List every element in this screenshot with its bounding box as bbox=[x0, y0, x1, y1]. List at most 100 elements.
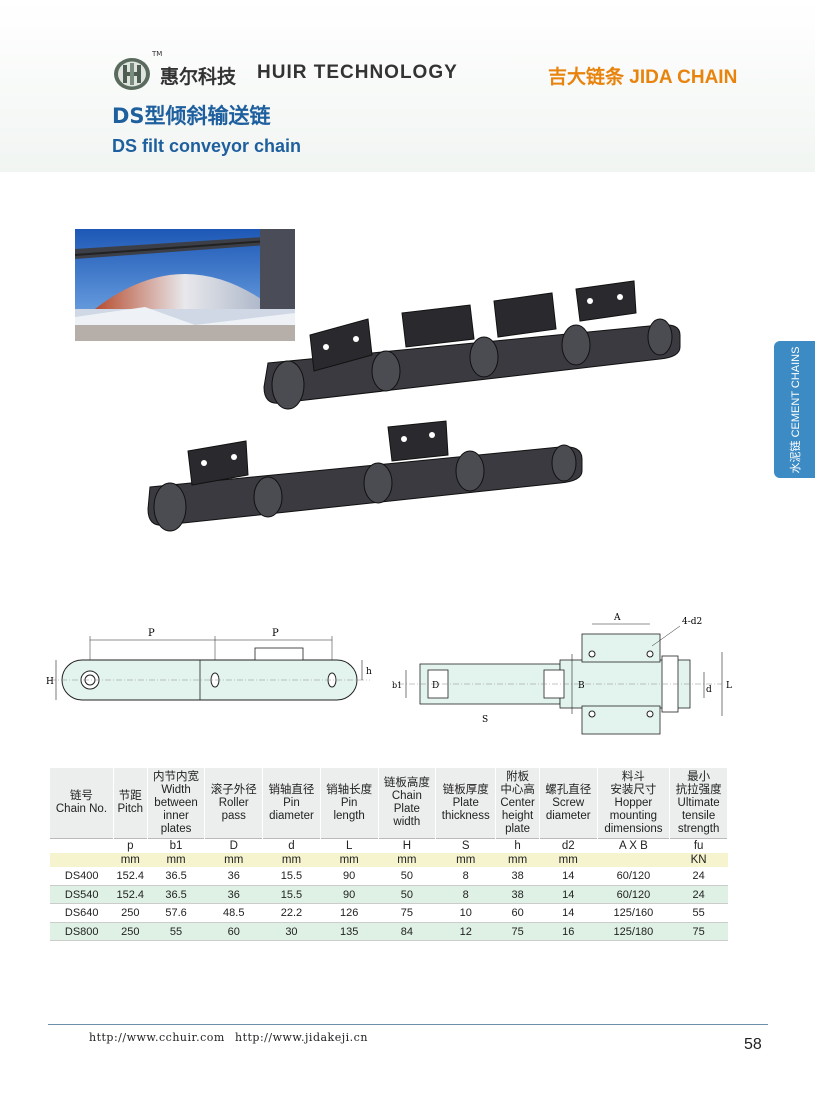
spec-cell: mm bbox=[539, 853, 598, 867]
spec-header-cell: 螺孔直径 Screw diameter bbox=[539, 768, 598, 839]
spec-cell: d2 bbox=[539, 838, 598, 853]
spec-cell: 60 bbox=[495, 903, 540, 923]
footer-url-jidakeji[interactable]: http://www.jidakeji.cn bbox=[235, 1031, 368, 1044]
spec-cell: 152.4 bbox=[113, 867, 148, 886]
spec-cell: d bbox=[262, 838, 321, 853]
pitch-label-2: P bbox=[272, 628, 279, 639]
spec-cell: 14 bbox=[539, 867, 598, 886]
spec-cell: 8 bbox=[435, 885, 496, 904]
spec-cell: 24 bbox=[669, 867, 728, 886]
spec-cell: 8 bbox=[435, 867, 496, 886]
spec-cell: DS400 bbox=[50, 867, 114, 886]
spec-cell: 126 bbox=[320, 903, 378, 923]
spec-cell: 10 bbox=[435, 903, 496, 923]
spec-cell: mm bbox=[495, 853, 540, 867]
page-title-cn: DS型倾斜输送链 bbox=[112, 104, 271, 128]
spec-cell: 38 bbox=[495, 867, 540, 886]
brand-name-en: HUIR TECHNOLOGY bbox=[257, 62, 458, 83]
spec-cell: mm bbox=[378, 853, 436, 867]
spec-cell: h bbox=[495, 838, 540, 853]
spec-cell: 75 bbox=[669, 922, 728, 941]
spec-cell: 15.5 bbox=[262, 885, 321, 904]
spec-cell bbox=[50, 838, 114, 853]
spec-cell: 90 bbox=[320, 867, 378, 886]
plate-thickness-label: S bbox=[482, 715, 488, 725]
spec-cell: 50 bbox=[378, 867, 436, 886]
spec-cell: H bbox=[378, 838, 436, 853]
spec-cell: 84 bbox=[378, 922, 436, 941]
footer-divider bbox=[48, 1024, 768, 1025]
spec-cell: 250 bbox=[113, 922, 148, 941]
spec-cell: mm bbox=[113, 853, 148, 867]
jida-chain-brand: 吉大链条 JIDA CHAIN bbox=[548, 67, 738, 88]
pitch-label-1: P bbox=[148, 628, 155, 639]
spec-cell: mm bbox=[147, 853, 205, 867]
height-label-small: h bbox=[366, 667, 372, 677]
page-number: 58 bbox=[744, 1036, 762, 1053]
spec-cell: 15.5 bbox=[262, 867, 321, 886]
spec-cell: mm bbox=[435, 853, 496, 867]
spec-cell: A X B bbox=[597, 838, 670, 853]
spec-cell: 36 bbox=[204, 885, 263, 904]
inner-width-label: b1 bbox=[392, 681, 402, 690]
spec-cell: 55 bbox=[669, 903, 728, 923]
spec-cell: 125/180 bbox=[597, 922, 670, 941]
spec-cell: 90 bbox=[320, 885, 378, 904]
spec-cell: 75 bbox=[495, 922, 540, 941]
section-side-tab-label: 水泥链 CEMENT CHAINS bbox=[789, 346, 802, 473]
spec-header-cell: 滚子外径 Roller pass bbox=[204, 768, 264, 839]
spec-cell: 60/120 bbox=[597, 885, 670, 904]
spec-cell: 55 bbox=[147, 922, 205, 941]
spec-header-cell: 链板厚度 Plate thickness bbox=[435, 768, 497, 839]
spec-cell: b1 bbox=[147, 838, 205, 853]
spec-header-cell: 销轴直径 Pin diameter bbox=[262, 768, 321, 839]
spec-cell: 36 bbox=[204, 867, 263, 886]
spec-cell: 60/120 bbox=[597, 867, 670, 886]
spec-cell: 12 bbox=[435, 922, 496, 941]
hopper-a-label: A bbox=[613, 613, 621, 623]
height-label-big: H bbox=[46, 677, 54, 687]
spec-cell: 135 bbox=[320, 922, 378, 941]
spec-cell: 14 bbox=[539, 885, 598, 904]
chain-side-view-drawing: P P H h bbox=[46, 628, 372, 701]
spec-cell: fu bbox=[669, 838, 728, 853]
spec-header-cell: 附板 中心高 Center height plate bbox=[495, 768, 540, 839]
spec-cell: DS800 bbox=[50, 922, 114, 941]
trademark-mark: TM bbox=[152, 50, 163, 58]
spec-cell: 152.4 bbox=[113, 885, 148, 904]
company-logo bbox=[114, 58, 150, 90]
spec-header-cell: 最小 抗拉强度 Ultimate tensile strength bbox=[669, 768, 728, 839]
spec-cell: S bbox=[435, 838, 496, 853]
hopper-b-label: B bbox=[578, 681, 585, 691]
spec-cell: p bbox=[113, 838, 148, 853]
pin-length-label: L bbox=[726, 681, 732, 691]
spec-header-cell: 料斗 安装尺寸 Hopper mounting dimensions bbox=[597, 768, 671, 839]
spec-cell: DS540 bbox=[50, 885, 114, 904]
spec-cell: 50 bbox=[378, 885, 436, 904]
chain-product-image bbox=[147, 280, 681, 532]
section-side-tab: 水泥链 CEMENT CHAINS bbox=[774, 341, 815, 478]
spec-cell: 14 bbox=[539, 903, 598, 923]
cement-plant-photo bbox=[75, 229, 295, 341]
brand-name-cn: 惠尔科技 bbox=[160, 66, 237, 88]
spec-cell: 57.6 bbox=[147, 903, 205, 923]
page-title-en: DS filt conveyor chain bbox=[112, 136, 302, 156]
spec-cell: L bbox=[320, 838, 378, 853]
chain-top-view-drawing: A 4-d2 B b1 D d L S bbox=[392, 613, 732, 735]
footer-url-cchuir[interactable]: http://www.cchuir.com bbox=[89, 1031, 225, 1044]
spec-cell: 48.5 bbox=[204, 903, 263, 923]
spec-cell: 250 bbox=[113, 903, 148, 923]
spec-cell: mm bbox=[204, 853, 263, 867]
spec-cell: 36.5 bbox=[147, 885, 205, 904]
spec-header-cell: 销轴长度 Pin length bbox=[320, 768, 379, 839]
screw-hole-label: 4-d2 bbox=[682, 617, 702, 627]
spec-cell: DS640 bbox=[50, 903, 114, 923]
